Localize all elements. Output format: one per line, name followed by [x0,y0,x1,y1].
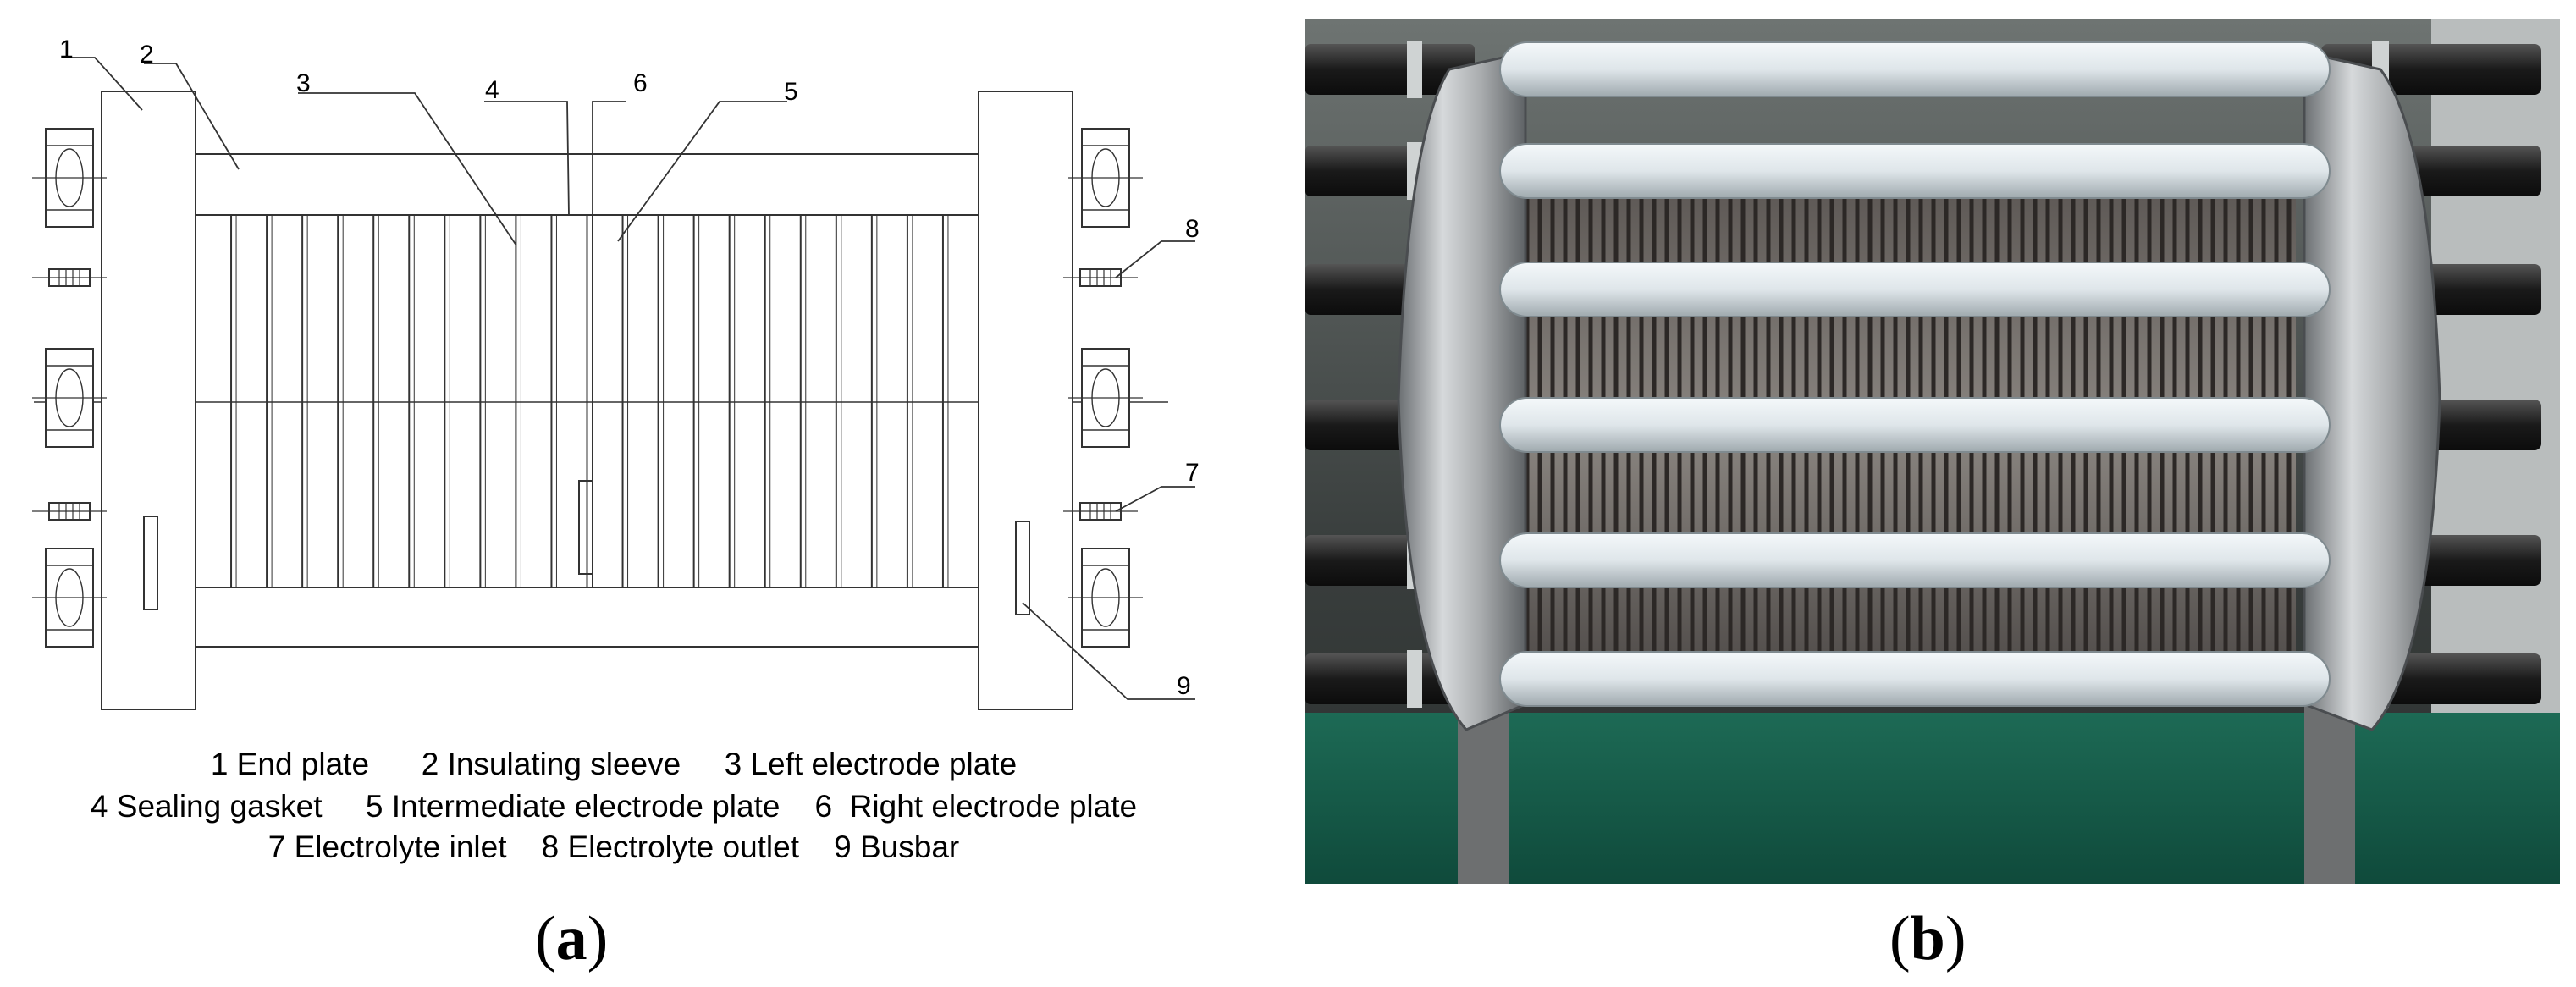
end-plate-left [101,91,196,710]
center-slot [578,480,593,575]
photo-end-ring-left [1397,51,1527,731]
busbar-left [143,516,158,610]
panel-label-b-text: (b) [1889,904,1966,973]
fitting-left [32,502,107,521]
nut-right [1068,348,1143,448]
nut-left [32,348,107,448]
bolt-group [32,128,1143,648]
nut-right [1068,548,1143,648]
electrode-stack [230,215,949,587]
photo-insulating-bar [1499,262,2331,317]
electrolyzer-schematic [32,57,1195,710]
nut-left [32,128,107,228]
part-number-9: 9 [1177,672,1191,700]
photo-insulating-bar [1499,143,2331,199]
photo-washer-left [1407,650,1422,708]
part-number-1: 1 [59,36,74,63]
part-number-8: 8 [1185,215,1200,243]
part-number-6: 6 [633,69,648,97]
photo-bolt-left [1305,44,1475,95]
nut-left [32,548,107,648]
photo-insulating-bar [1499,532,2331,588]
part-number-4: 4 [485,76,499,104]
legend-line-1: 1 End plate 2 Insulating sleeve 3 Left e… [210,747,1018,781]
electrolyzer-photo [1305,19,2560,884]
legend-line-3: 7 Electrolyte inlet 8 Electrolyte outlet… [268,830,960,864]
end-plate-right [978,91,1073,710]
part-number-3: 3 [296,69,311,97]
part-number-7: 7 [1185,459,1200,487]
photo-insulating-bar [1499,397,2331,453]
photo-insulating-bars [1499,41,2331,707]
part-number-5: 5 [784,78,798,106]
fitting-left [32,268,107,287]
diagram-panel-a: 1 2 3 4 6 5 8 7 9 1 End plate 2 Insulati… [0,0,1287,987]
photo-washer-left [1407,41,1422,98]
nut-right [1068,128,1143,228]
photo-panel-b [1305,19,2560,884]
part-number-2: 2 [140,41,154,69]
photo-insulating-bar [1499,41,2331,97]
legend-line-2: 4 Sealing gasket 5 Intermediate electrod… [90,789,1138,824]
fitting-right [1063,502,1138,521]
leader-lines [66,57,1195,700]
fitting-right [1063,268,1138,287]
photo-end-ring-right [2303,51,2441,731]
photo-insulating-bar [1499,651,2331,707]
panel-label-a: (a) [535,904,609,973]
busbar-right [1015,521,1030,615]
